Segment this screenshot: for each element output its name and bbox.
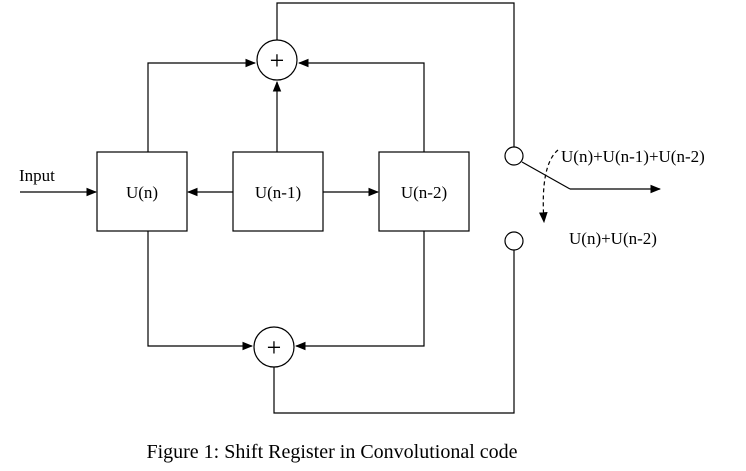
- bottom-adder-to-switch: [273, 250, 515, 414]
- top-adder: +: [256, 39, 298, 81]
- register-un-2-label: U(n-2): [401, 183, 447, 202]
- un-to-top-adder: [147, 58, 257, 152]
- bottom-adder-symbol: +: [267, 333, 282, 362]
- switch-toggle-arrow: [539, 149, 559, 224]
- top-adder-symbol: +: [270, 46, 285, 75]
- switch-contact-bottom: [504, 231, 524, 251]
- switch-contact-top: [504, 146, 524, 166]
- bottom-adder: +: [253, 326, 295, 368]
- register-un-2: U(n-2): [378, 151, 470, 232]
- output-label-top: U(n)+U(n-1)+U(n-2): [561, 147, 705, 166]
- input-label: Input: [19, 166, 55, 185]
- register-un-1-label: U(n-1): [255, 183, 301, 202]
- un2-to-top-adder: [297, 58, 425, 152]
- un2-to-bottom-adder: [294, 231, 425, 351]
- register-un-1: U(n-1): [232, 151, 324, 232]
- register-un-label: U(n): [126, 183, 158, 202]
- top-adder-to-switch: [276, 2, 515, 147]
- un-to-bottom-adder: [147, 231, 254, 351]
- figure-caption: Figure 1: Shift Register in Convolutiona…: [146, 441, 517, 463]
- output-label-bottom: U(n)+U(n-2): [569, 229, 657, 248]
- register-un: U(n): [96, 151, 188, 232]
